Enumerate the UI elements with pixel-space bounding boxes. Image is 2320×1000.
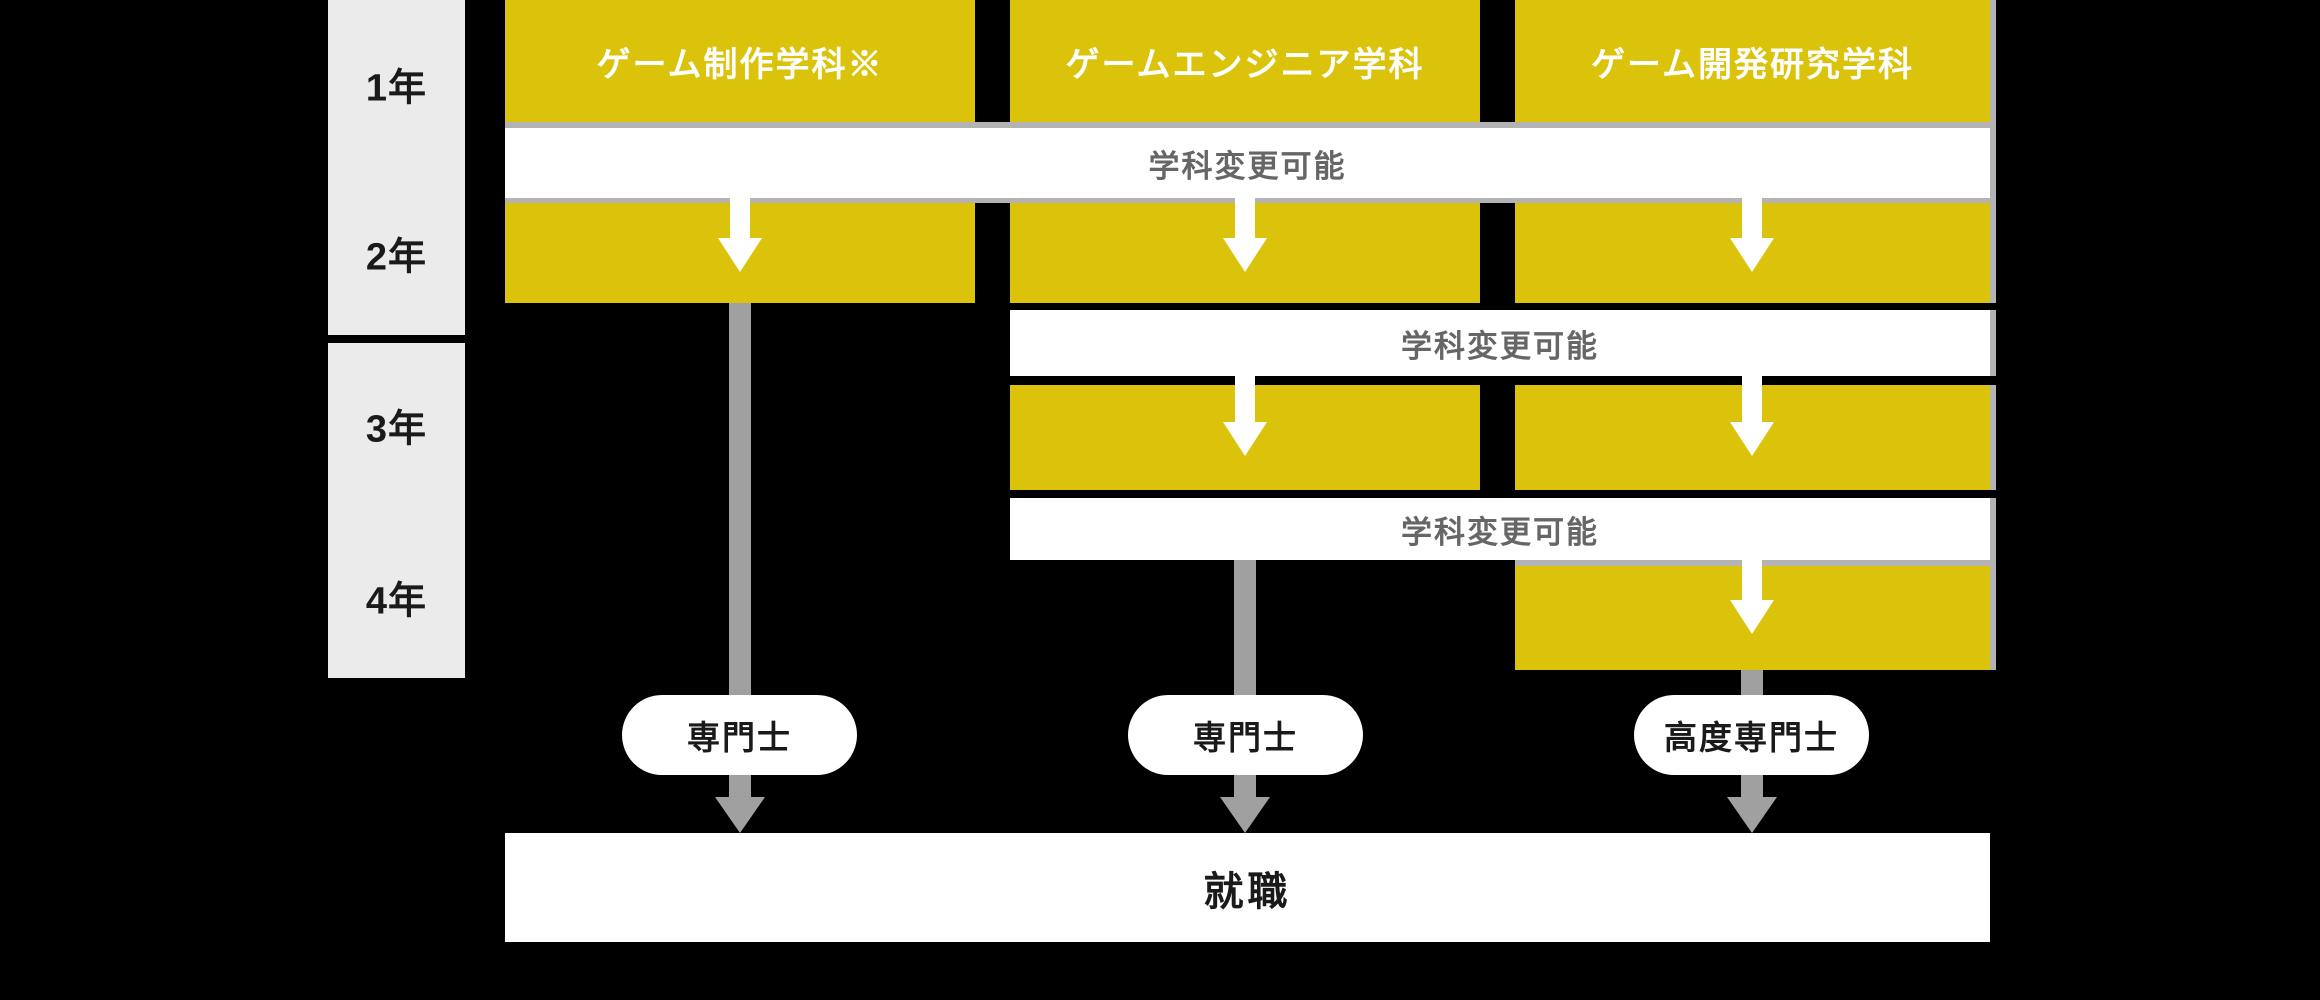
degree-badge-col1: 専門士 <box>622 695 857 775</box>
change-bar-year3-4: 学科変更可能 <box>1010 498 1990 560</box>
dept-header-game-engineer: ゲームエンジニア学科 <box>1010 0 1480 122</box>
connector-line-col1 <box>729 303 751 695</box>
gray-down-arrow-icon <box>1234 775 1256 799</box>
down-arrow-icon <box>1742 376 1762 422</box>
year-sidebar-lower: 3年 4年 <box>328 343 465 678</box>
right-edge-shadow <box>1990 498 1996 670</box>
degree-badge-col2: 専門士 <box>1128 695 1363 775</box>
gray-down-arrow-icon <box>715 797 765 833</box>
degree-badge-col3: 高度専門士 <box>1634 695 1869 775</box>
down-arrow-icon <box>1742 198 1762 238</box>
employment-bar: 就職 <box>505 833 1990 942</box>
year-label-4: 4年 <box>365 580 428 623</box>
gray-down-arrow-icon <box>1741 775 1763 799</box>
gray-down-arrow-icon <box>1727 797 1777 833</box>
year-sidebar-upper: 1年 2年 <box>328 0 465 335</box>
separator-line <box>505 122 1996 128</box>
right-edge-shadow <box>1990 0 1996 303</box>
dept-header-game-production: ゲーム制作学科※ <box>505 0 975 122</box>
gray-down-arrow-icon <box>1220 797 1270 833</box>
dept-header-game-dev-research: ゲーム開発研究学科 <box>1515 0 1990 122</box>
connector-line-col2 <box>1234 560 1256 695</box>
year-label-1: 1年 <box>365 67 428 110</box>
right-edge-shadow <box>1990 385 1996 490</box>
gray-down-arrow-icon <box>729 775 751 799</box>
right-edge-shadow <box>1990 310 1996 376</box>
year-label-2: 2年 <box>365 236 428 279</box>
change-bar-year2-3: 学科変更可能 <box>1010 310 1990 376</box>
down-arrow-icon <box>1742 560 1762 600</box>
year-label-3: 3年 <box>365 408 428 451</box>
change-bar-year1-2: 学科変更可能 <box>505 128 1990 198</box>
down-arrow-icon <box>730 198 750 238</box>
connector-line-col3 <box>1741 670 1763 695</box>
down-arrow-icon <box>1235 376 1255 422</box>
down-arrow-icon <box>1235 198 1255 238</box>
